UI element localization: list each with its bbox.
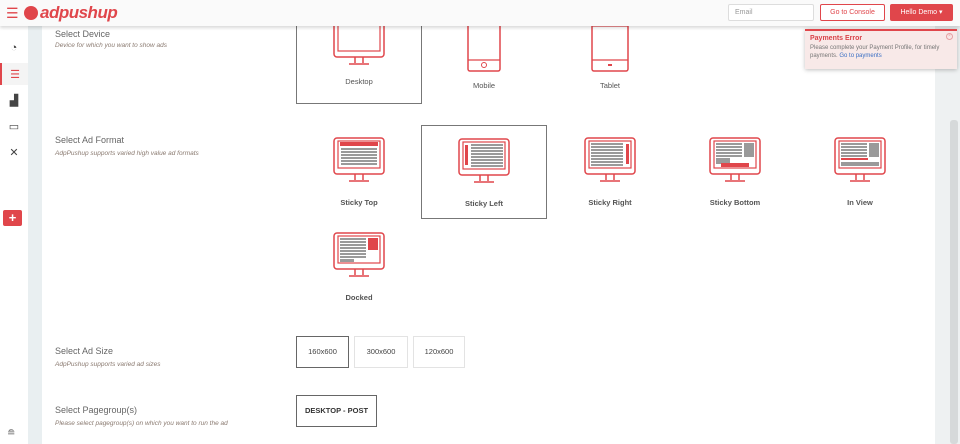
- sticky-top-format-icon: [333, 137, 385, 182]
- sidebar-item-sites[interactable]: ▭: [0, 115, 28, 137]
- hamburger-icon[interactable]: ☰: [6, 5, 19, 21]
- scrollbar-thumb[interactable]: [950, 120, 958, 444]
- sidebar-item-reports[interactable]: ▟: [0, 89, 28, 111]
- sticky-left-format-icon: [458, 138, 510, 183]
- payments-error-notification: × Payments Error Please complete your Pa…: [805, 29, 957, 69]
- dashboard-icon: ◔: [10, 42, 18, 54]
- format-option-label: Sticky Bottom: [709, 198, 761, 207]
- format-option-label: Sticky Right: [588, 198, 632, 207]
- size-option-300x600[interactable]: 300x600: [354, 336, 408, 368]
- notification-title: Payments Error: [810, 35, 863, 42]
- sidebar-item-list[interactable]: ☰: [0, 63, 28, 85]
- format-label: Select Ad Format: [55, 135, 125, 145]
- tools-icon: ✕: [9, 146, 19, 159]
- format-option-sticky-left[interactable]: Sticky Left: [421, 125, 547, 219]
- format-option-sticky-bottom[interactable]: Sticky Bottom: [672, 125, 798, 219]
- go-to-payments-link[interactable]: Go to payments: [839, 53, 882, 59]
- format-option-label: Sticky Top: [340, 198, 378, 207]
- format-option-sticky-right[interactable]: Sticky Right: [547, 125, 673, 219]
- docked-format-icon: [333, 232, 385, 277]
- size-option-160x600[interactable]: 160x600: [296, 336, 349, 368]
- top-bar: ☰ adpushup Email Go to Console Hello Dem…: [0, 0, 960, 26]
- pagegroup-option-desktop-post[interactable]: DESKTOP - POST: [296, 395, 377, 427]
- device-description: Device for which you want to show ads: [55, 42, 167, 49]
- size-option-120x600[interactable]: 120x600: [413, 336, 465, 368]
- close-icon[interactable]: ×: [946, 33, 953, 40]
- email-input[interactable]: Email: [728, 4, 814, 21]
- size-label: Select Ad Size: [55, 346, 114, 356]
- format-option-docked[interactable]: Docked: [296, 220, 422, 314]
- pagegroup-label: Select Pagegroup(s): [55, 405, 138, 415]
- size-description: AdpPushup supports varied ad sizes: [55, 361, 161, 368]
- format-option-label: Docked: [345, 293, 373, 302]
- in-view-format-icon: [834, 137, 886, 182]
- format-option-label: In View: [847, 198, 873, 207]
- user-menu-button[interactable]: Hello Demo ▾: [890, 4, 953, 21]
- monitor-icon: ▭: [8, 120, 20, 133]
- device-option-mobile[interactable]: Mobile: [421, 15, 547, 90]
- sticky-right-format-icon: [584, 137, 636, 182]
- add-button[interactable]: +: [3, 210, 22, 226]
- list-icon: ☰: [10, 68, 20, 81]
- chart-icon: ▟: [9, 94, 19, 107]
- notification-message: Please complete your Payment Profile, fo…: [810, 45, 940, 59]
- tablet-icon: [591, 15, 629, 72]
- sticky-bottom-format-icon: [709, 137, 761, 182]
- logo[interactable]: adpushup: [24, 3, 118, 23]
- collapse-icon[interactable]: ≘: [7, 428, 16, 439]
- sidebar-item-tools[interactable]: ✕: [0, 141, 28, 163]
- pagegroup-description: Please select pagegroup(s) on which you …: [55, 420, 228, 427]
- format-description: AdpPushup supports varied high value ad …: [55, 150, 199, 157]
- go-to-console-button[interactable]: Go to Console: [820, 4, 885, 21]
- sidebar-item-dashboard[interactable]: ◔: [0, 37, 28, 59]
- mobile-icon: [467, 15, 501, 72]
- format-option-label: Sticky Left: [465, 199, 503, 208]
- format-option-sticky-top[interactable]: Sticky Top: [296, 125, 422, 219]
- format-option-in-view[interactable]: In View: [797, 125, 923, 219]
- logo-mark-icon: [24, 6, 38, 20]
- desktop-icon: [333, 20, 385, 65]
- sidebar-divider: [28, 26, 42, 444]
- sidebar: ◔ ☰ ▟ ▭ ✕ + ≘: [0, 26, 28, 444]
- device-option-tablet[interactable]: Tablet: [547, 15, 673, 90]
- device-label: Select Device: [55, 29, 111, 39]
